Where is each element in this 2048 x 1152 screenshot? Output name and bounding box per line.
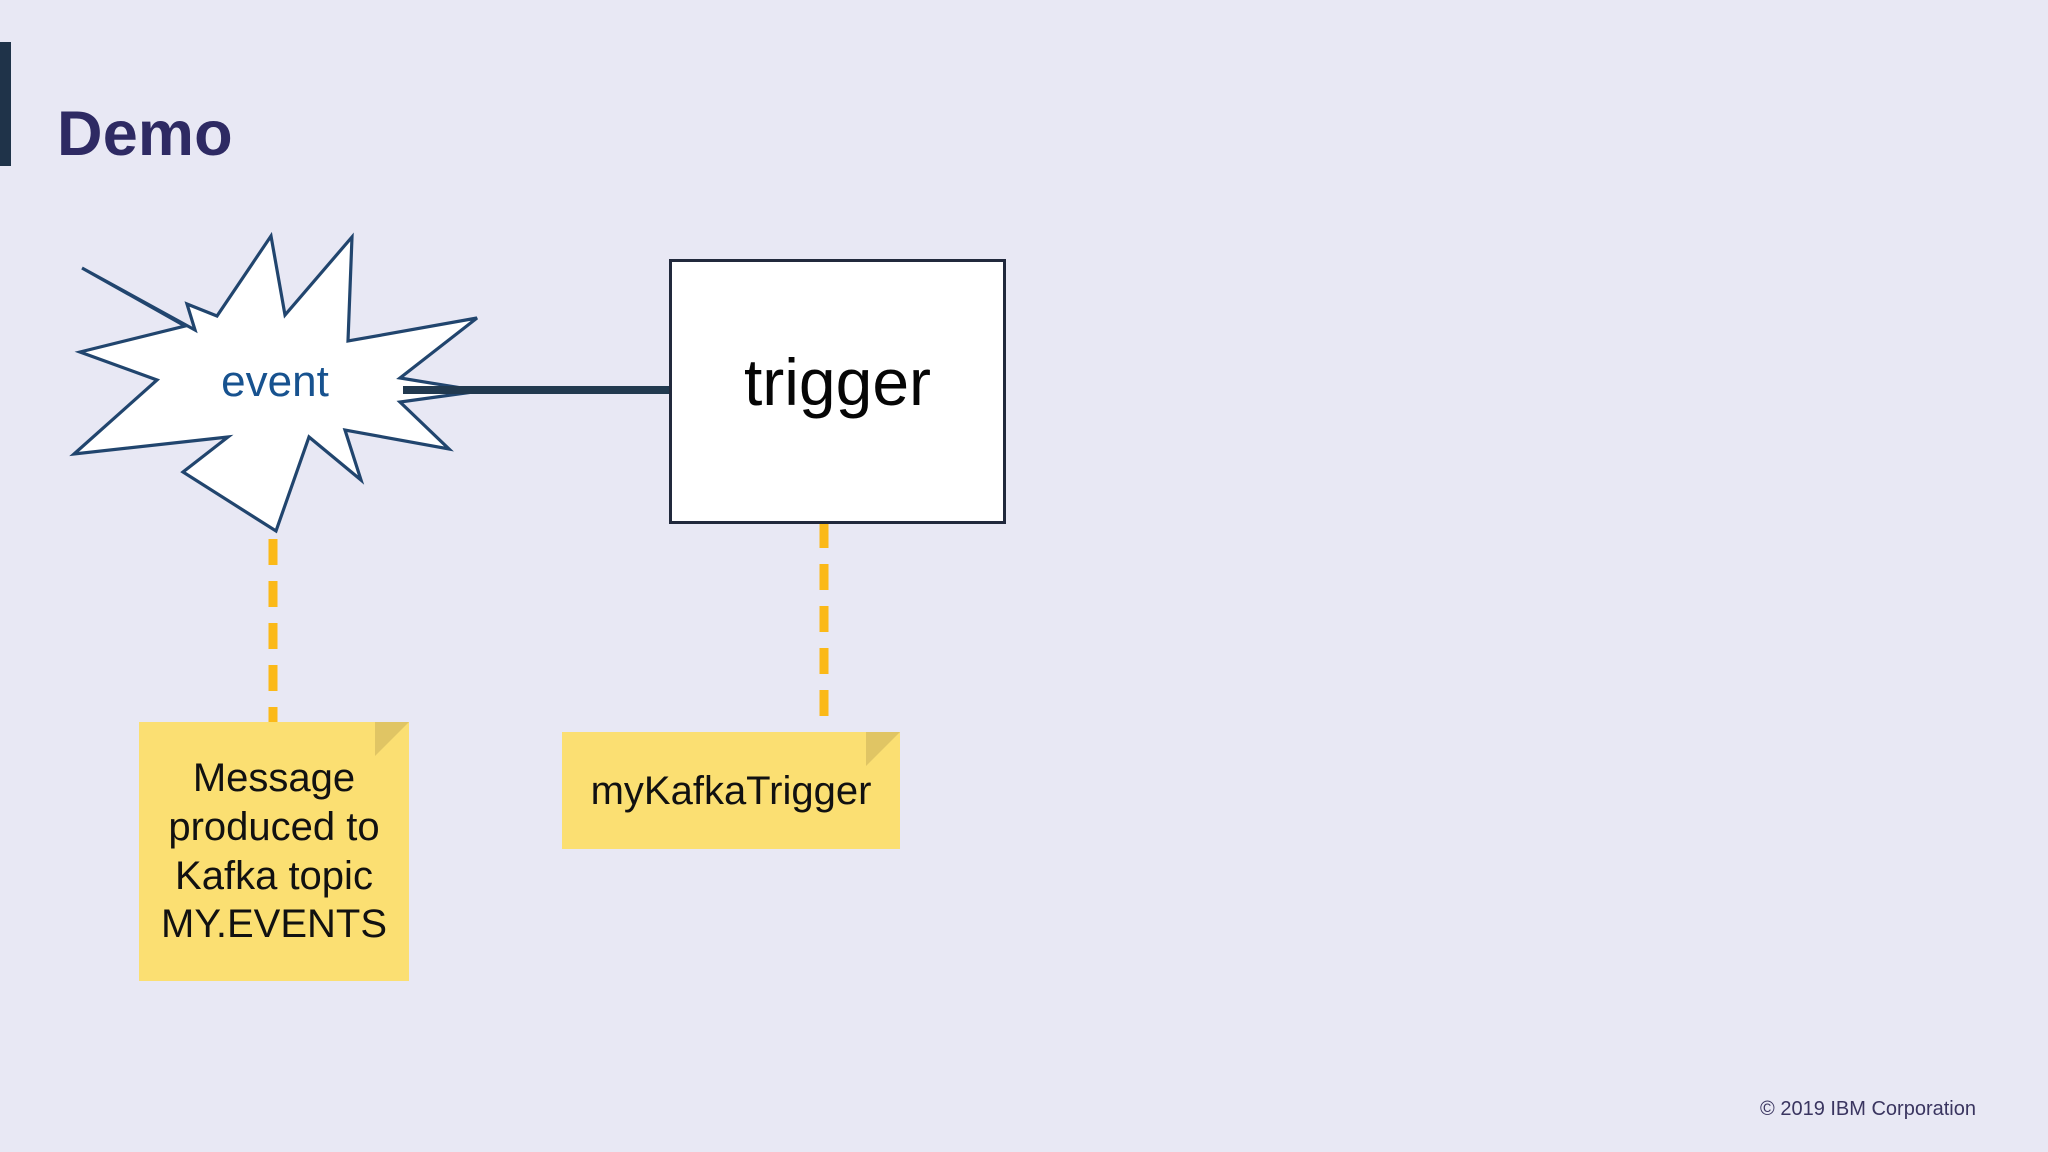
sticky-fold-icon <box>866 732 900 766</box>
sticky-note-message: Message produced to Kafka topic MY.EVENT… <box>139 722 409 981</box>
sticky-note-trigger: myKafkaTrigger <box>562 732 900 849</box>
footer-copyright: © 2019 IBM Corporation <box>1760 1098 1976 1120</box>
sticky-fold-icon <box>375 722 409 756</box>
event-node-label: event <box>221 357 329 406</box>
page-title: Demo <box>57 99 233 170</box>
trigger-node-box <box>669 259 1006 524</box>
title-accent-bar <box>0 42 11 166</box>
sticky-note-message-text: Message produced to Kafka topic MY.EVENT… <box>161 755 387 947</box>
event-burst-shape <box>69 231 481 534</box>
trigger-node-label: trigger <box>743 345 932 419</box>
sticky-note-trigger-text: myKafkaTrigger <box>590 768 872 813</box>
